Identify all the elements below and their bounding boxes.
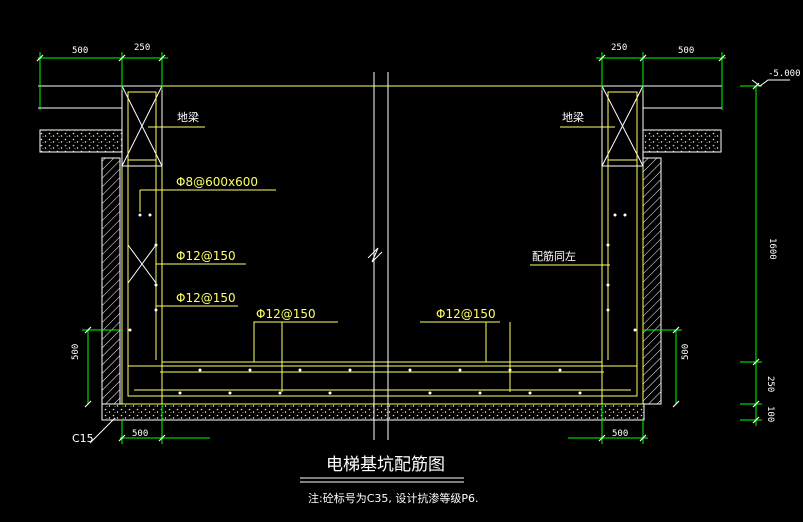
- dim-right-250: 250: [765, 376, 775, 392]
- drawing-title: 电梯基坑配筋图: [326, 455, 445, 475]
- hatch-right: [642, 157, 662, 405]
- label-slab-rebar-right: Φ12@150: [436, 307, 496, 321]
- dim-left-side-500: 500: [71, 344, 81, 360]
- right-beam-cross-2: [601, 85, 644, 167]
- dimension-lines: [38, 52, 762, 444]
- dim-right-100: 100: [765, 406, 775, 422]
- dim-top-right-250: 250: [611, 43, 627, 53]
- dim-bottom-left-500: 500: [132, 429, 148, 439]
- dim-bottom-right-500: 500: [612, 429, 628, 439]
- rebar-dots: [128, 213, 637, 395]
- cushion-leader: [89, 417, 116, 444]
- ground-slab-right: [642, 129, 722, 153]
- bottom-cushion: [101, 403, 645, 421]
- left-beam-rebar: [127, 91, 157, 161]
- leader-lines: [139, 126, 615, 392]
- dimension-ticks: [36, 54, 760, 442]
- ground-slab-left: [39, 129, 123, 153]
- label-ground-beam-right: 地梁: [562, 110, 584, 124]
- dim-top-right-500: 500: [678, 46, 694, 56]
- label-ground-beam-left: 地梁: [177, 110, 199, 124]
- dim-right-side-500: 500: [681, 344, 691, 360]
- dim-elevation: -5.000: [768, 69, 801, 79]
- left-beam-cross-2: [121, 85, 163, 167]
- dim-top-left-500: 500: [72, 46, 88, 56]
- left-ground-beam: [121, 85, 163, 167]
- right-ground-beam: [601, 85, 644, 167]
- label-wall-rebar-1: Φ12@150: [176, 249, 236, 263]
- left-wall-diag-2: [127, 244, 157, 284]
- label-wall-rebar-2: Φ12@150: [176, 291, 236, 305]
- right-beam-rebar: [607, 91, 638, 161]
- bottom-slab-rebar: [127, 365, 638, 397]
- dim-right-1600: 1600: [767, 238, 777, 260]
- label-rebar-grid: Φ8@600x600: [176, 175, 258, 189]
- elevation-marker: [751, 79, 790, 87]
- hatch-left: [101, 157, 121, 405]
- dim-top-left-250: 250: [134, 43, 150, 53]
- label-cushion: C15: [72, 432, 94, 445]
- drawing-note: 注:砼标号为C35, 设计抗渗等级P6.: [308, 491, 479, 505]
- label-same-reinforcement: 配筋同左: [532, 249, 576, 263]
- label-slab-rebar-left: Φ12@150: [256, 307, 316, 321]
- break-symbol: [367, 247, 383, 263]
